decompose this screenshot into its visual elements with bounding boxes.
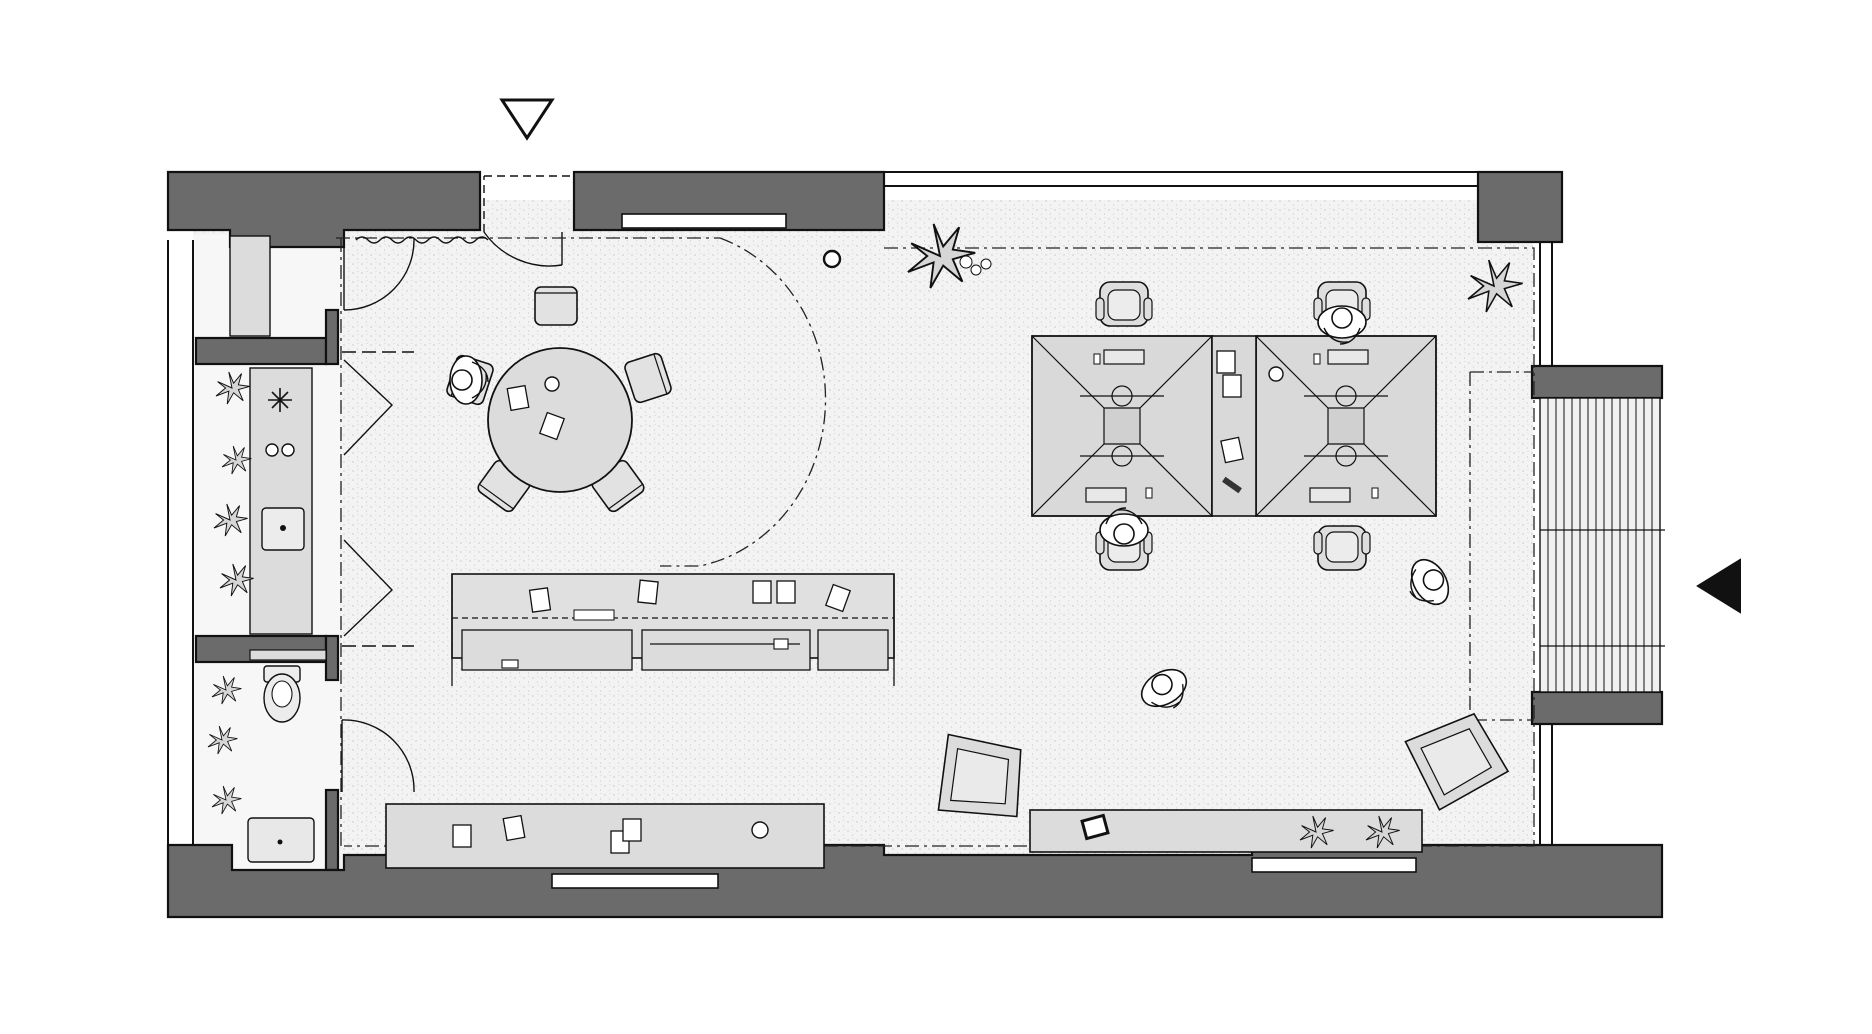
bathroom — [207, 649, 327, 863]
tablet-icon — [1080, 813, 1110, 841]
burner-icon — [265, 443, 279, 457]
entrance-stairs — [1539, 397, 1665, 693]
keyboard-icon — [1309, 487, 1351, 503]
chair-icon — [534, 286, 578, 326]
bottom-counters — [385, 803, 1423, 869]
cup-icon — [1268, 366, 1284, 382]
section-marker-icon — [499, 98, 555, 141]
cup-icon — [751, 821, 769, 839]
burner-icon — [281, 443, 295, 457]
lounge — [937, 552, 1510, 818]
workbench — [451, 573, 895, 686]
lounge-chair-icon — [937, 733, 1022, 818]
column-marker — [822, 249, 842, 269]
office-chair-icon — [1095, 281, 1153, 327]
keyboard-icon — [1327, 349, 1369, 365]
kitchen-counter — [249, 367, 313, 635]
curtain — [355, 236, 489, 244]
desk-cluster — [1031, 281, 1437, 571]
floor-plants — [907, 223, 1524, 313]
entry-arrow-icon — [1696, 558, 1741, 614]
windows — [551, 213, 1417, 889]
tall-cabinet — [229, 235, 271, 337]
keyboard-icon — [1103, 349, 1145, 365]
overhead-dashed-lines — [336, 237, 1535, 847]
wall-entry-bottom — [1530, 690, 1664, 726]
kitchenette — [213, 235, 313, 635]
office-chair-icon — [1313, 525, 1371, 571]
meeting-table-group — [444, 286, 674, 515]
lounge-chair-icon — [1404, 712, 1510, 811]
keyboard-icon — [1085, 487, 1127, 503]
cup-icon — [544, 376, 560, 392]
cooktop-icon — [268, 388, 292, 412]
wall-top-right — [1476, 170, 1564, 244]
wall-entry-top — [1530, 364, 1664, 400]
exterior-wall-outline — [167, 171, 1553, 845]
wall-kitchen-top — [194, 336, 328, 366]
